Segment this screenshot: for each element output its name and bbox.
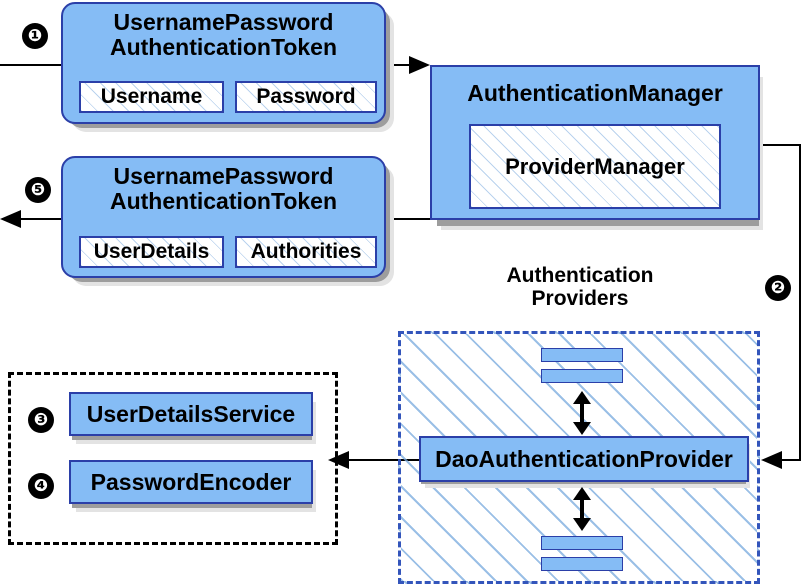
password-encoder-label: PasswordEncoder [90,468,292,495]
chip-authorities-label: Authorities [250,240,362,263]
step-bullet-1: ❶ [22,23,48,49]
connector-response-out [18,218,74,220]
connector-token-to-manager [390,64,424,66]
dao-authentication-provider[interactable]: DaoAuthenticationProvider [419,436,749,482]
arrowhead-to-services [328,451,349,469]
provider-placeholder-bar-top-2 [541,369,623,383]
provider-placeholder-bar-top-1 [541,348,623,362]
response-token-title-line2: AuthenticationToken [109,187,337,214]
arrowhead-to-manager [409,56,430,74]
user-details-service-label: UserDetailsService [86,400,296,427]
chip-password[interactable]: Password [235,81,377,113]
request-token-title-line2: AuthenticationToken [109,33,337,60]
chip-user-details-label: UserDetails [93,240,210,263]
connector-request-in [0,64,70,66]
user-details-service[interactable]: UserDetailsService [69,392,313,436]
password-encoder[interactable]: PasswordEncoder [69,460,313,504]
connector-dao-to-services [345,459,420,461]
providers-group-label-line1: Authentication [506,264,654,287]
chip-username-label: Username [100,85,203,108]
provider-manager-label: ProviderManager [505,153,685,179]
provider-placeholder-bar-bottom-1 [541,536,623,550]
chip-password-label: Password [256,85,356,108]
providers-group-label-line2: Providers [531,287,629,311]
provider-link-arrow-bottom [573,487,591,531]
arrowhead-response-out [0,210,21,228]
services-group [8,372,338,545]
provider-placeholder-bar-bottom-2 [541,557,623,571]
chip-authorities[interactable]: Authorities [235,236,377,268]
response-token-title: UsernamePassword AuthenticationToken [110,164,337,214]
providers-group-label: Authentication Providers [470,264,690,310]
chip-username[interactable]: Username [79,81,224,113]
authentication-manager-title: AuthenticationManager [467,80,723,106]
provider-link-arrow-top [573,391,591,435]
connector-into-dao [779,459,801,461]
arrowhead-into-dao [761,451,782,469]
response-token-title-line1: UsernamePassword [113,163,334,189]
request-token-title-line1: UsernamePassword [113,9,334,35]
request-token-title: UsernamePassword AuthenticationToken [110,10,337,60]
step-bullet-5: ❺ [25,177,51,203]
step-bullet-4: ❹ [28,473,54,499]
step-bullet-2: ❷ [765,275,791,301]
connector-manager-to-response [389,218,431,220]
connector-manager-down [799,144,801,460]
dao-authentication-provider-label: DaoAuthenticationProvider [435,445,733,472]
chip-user-details[interactable]: UserDetails [79,236,224,268]
step-bullet-3: ❸ [28,407,54,433]
connector-manager-right [759,144,801,146]
provider-manager[interactable]: ProviderManager [469,124,721,209]
